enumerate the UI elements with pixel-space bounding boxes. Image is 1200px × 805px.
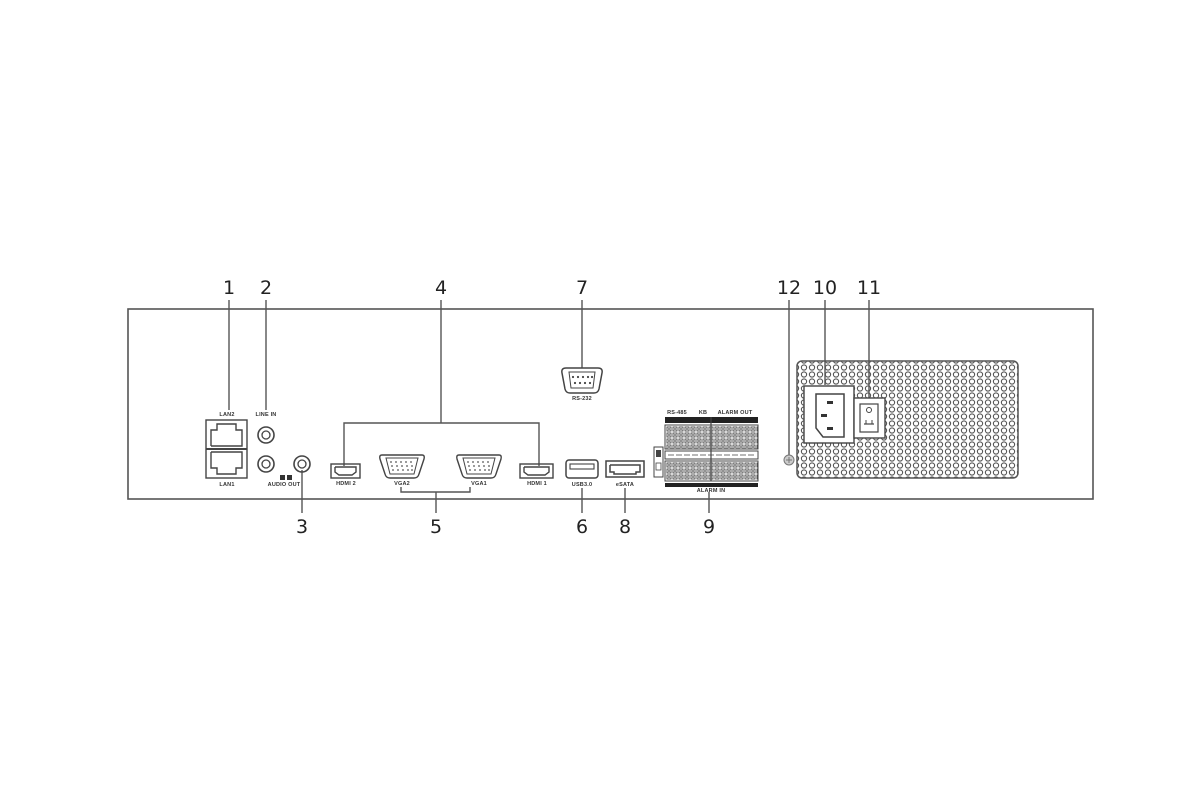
label-hdmi2: HDMI 2 (336, 481, 356, 487)
usb-port (565, 459, 599, 479)
label-vga2: VGA2 (394, 481, 410, 487)
label-line-in: LINE IN (255, 412, 277, 418)
vga1-port (456, 454, 502, 479)
label-usb: USB3.0 (571, 482, 593, 488)
label-alarm-in: ALARM IN (696, 488, 726, 494)
label-alarm-out: ALARM OUT (717, 410, 753, 416)
callout-11: 11 (856, 277, 882, 299)
audio-jacks (257, 426, 311, 480)
label-rs232: RS-232 (572, 396, 592, 402)
callout-6: 6 (575, 516, 589, 538)
callout-2: 2 (259, 277, 273, 299)
callout-9: 9 (702, 516, 716, 538)
callout-7: 7 (575, 277, 589, 299)
lan-ports (205, 419, 248, 479)
label-esata: eSATA (615, 482, 635, 488)
leader-lines-bottom (301, 470, 710, 513)
ground-screw (783, 454, 795, 466)
hdmi2-port (330, 463, 361, 479)
callout-10: 10 (812, 277, 838, 299)
callout-12: 12 (776, 277, 802, 299)
vga2-port (379, 454, 425, 479)
hdmi1-port (519, 463, 554, 479)
label-lan1: LAN1 (219, 482, 235, 488)
label-vga1: VGA1 (471, 481, 487, 487)
callout-4: 4 (434, 277, 448, 299)
alarm-terminal-block (653, 417, 759, 487)
callout-3: 3 (295, 516, 309, 538)
power-inlet (803, 385, 855, 444)
label-hdmi1: HDMI 1 (527, 481, 547, 487)
label-lan2: LAN2 (219, 412, 235, 418)
rs232-port (561, 367, 603, 394)
callout-5: 5 (429, 516, 443, 538)
label-rs485: RS-485 (667, 410, 687, 416)
callout-1: 1 (222, 277, 236, 299)
callout-8: 8 (618, 516, 632, 538)
esata-port (605, 460, 645, 478)
power-switch (853, 397, 886, 439)
label-audio-out: AUDIO OUT (267, 482, 301, 488)
label-kb: KB (698, 410, 708, 416)
